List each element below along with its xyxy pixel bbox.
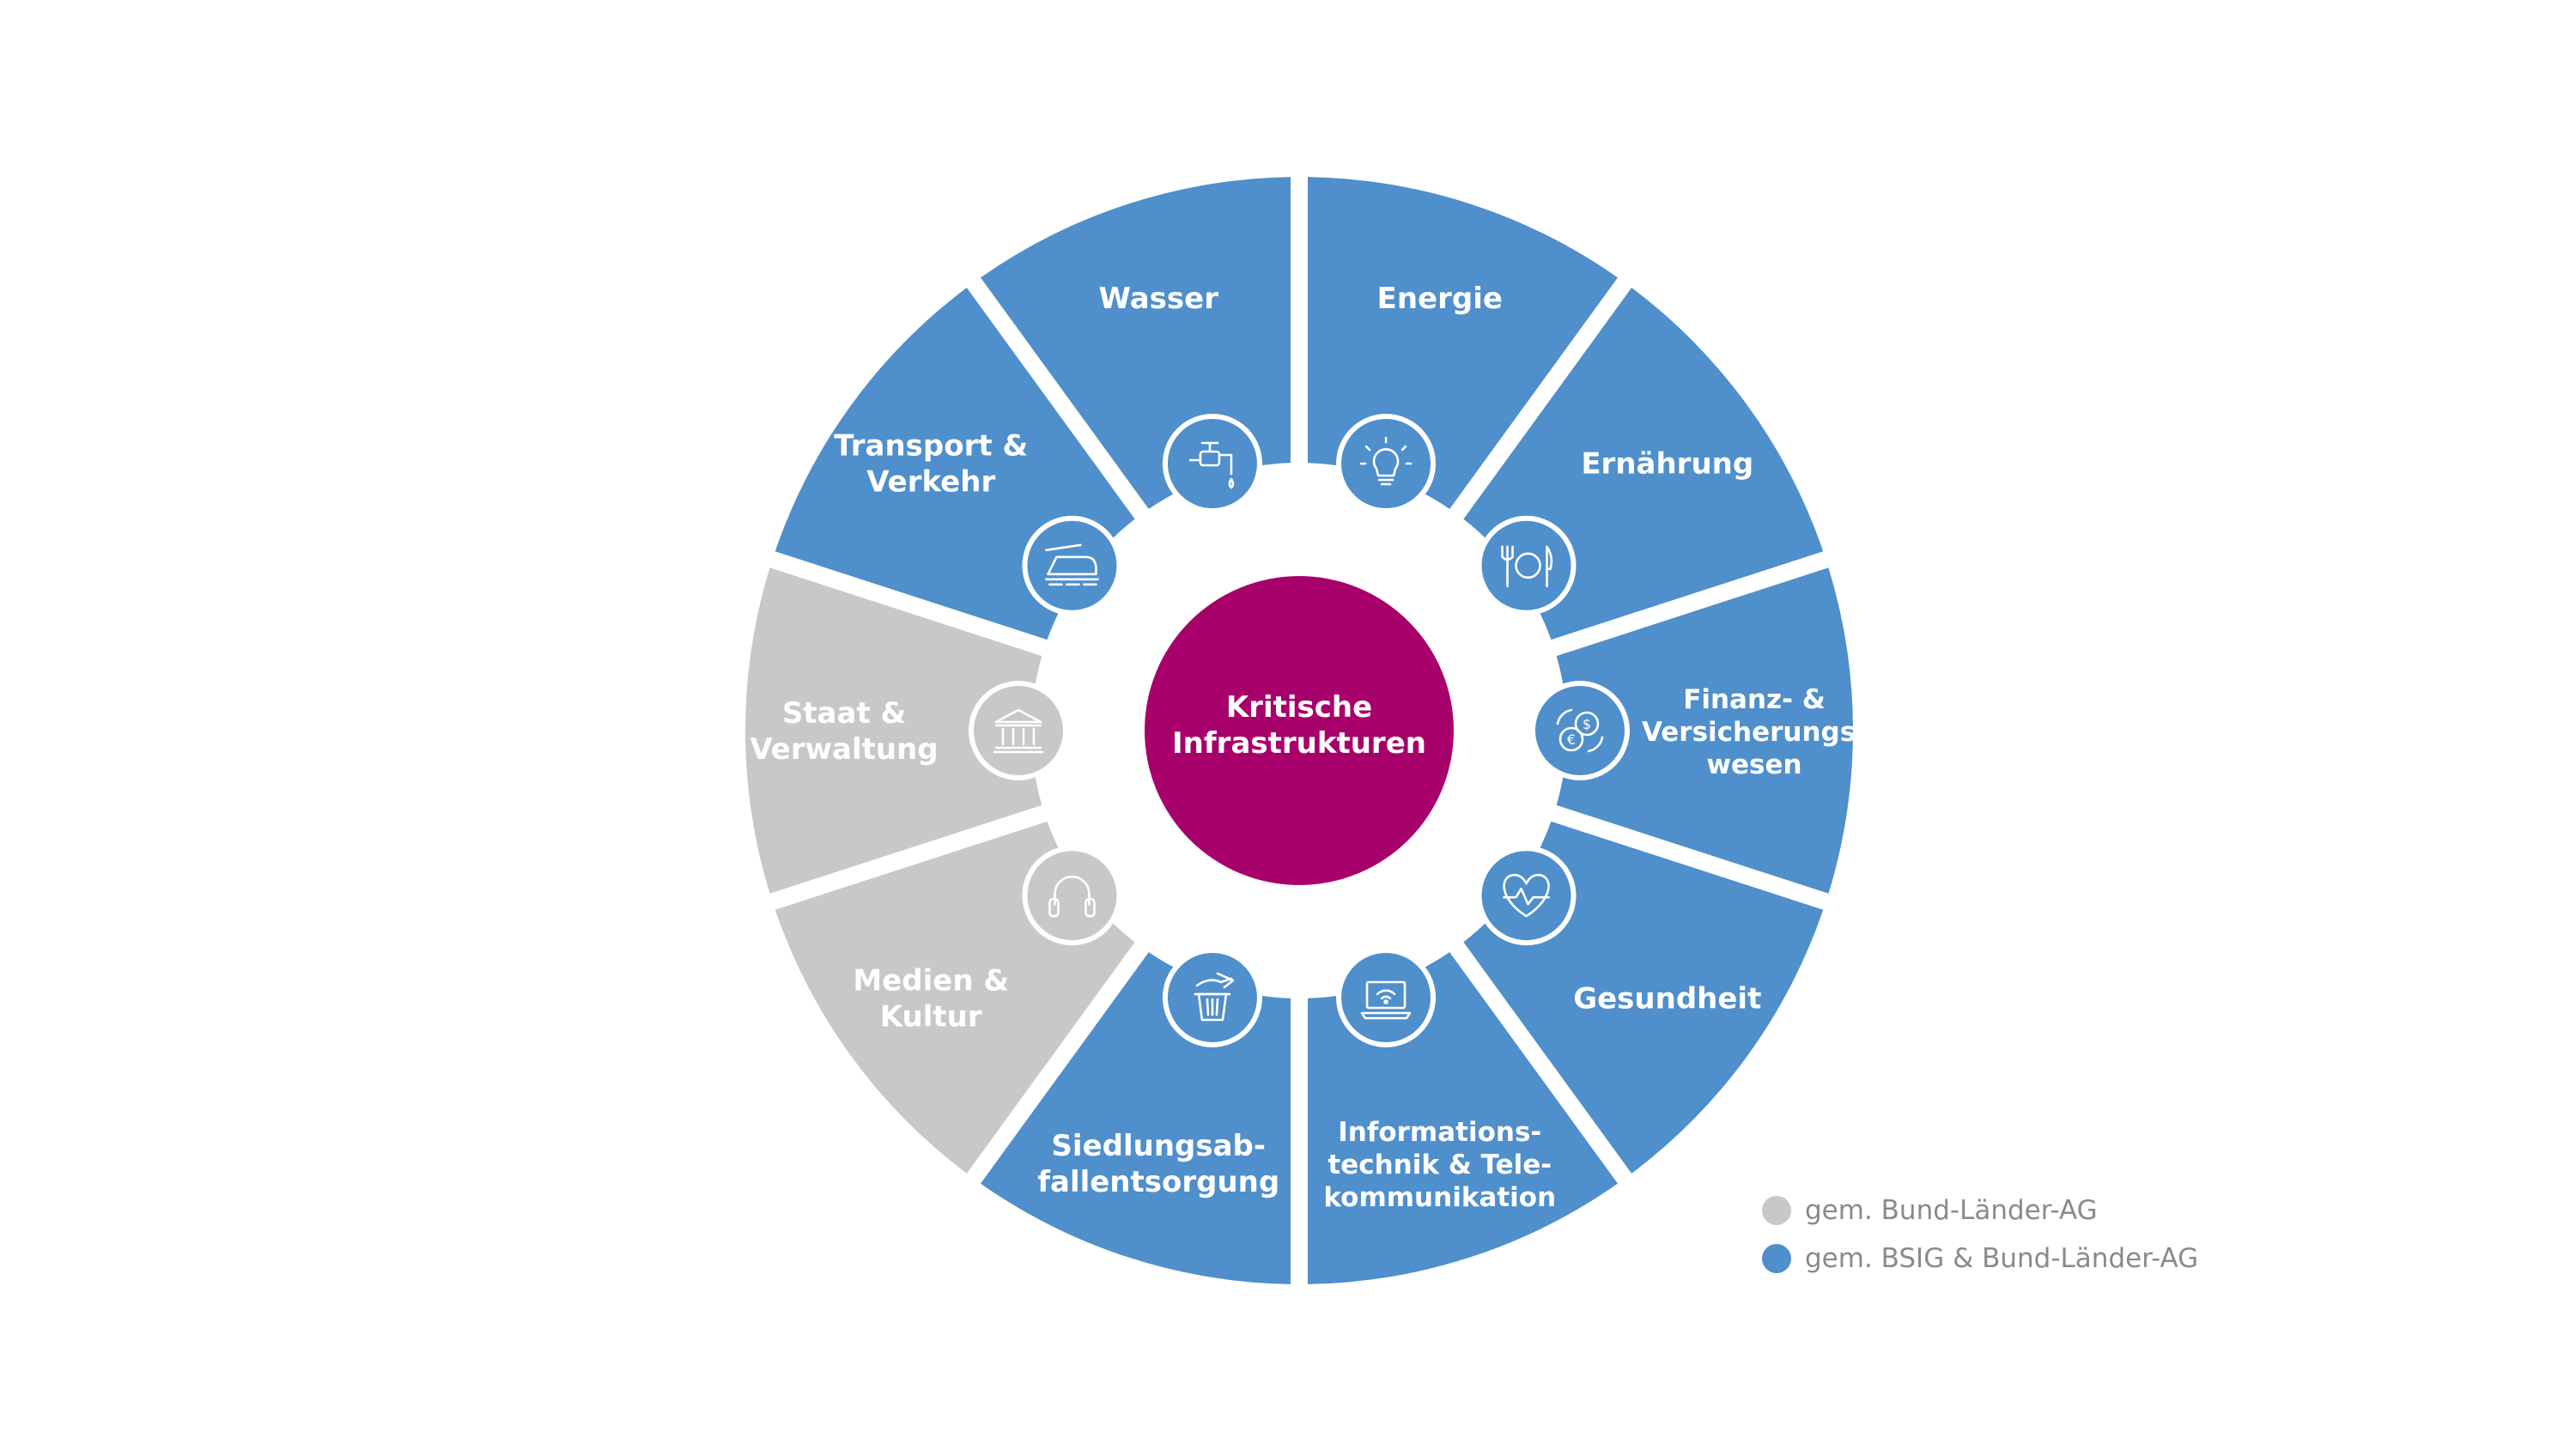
segment-label-transport: Transport & — [834, 428, 1028, 463]
segment-label-medien: Kultur — [880, 1000, 982, 1034]
segment-label-staat: Staat & — [782, 696, 906, 731]
segment-staat — [745, 567, 1042, 894]
segment-label-siedlung: Siedlungsab- — [1051, 1129, 1266, 1163]
heart-pulse-icon — [1503, 873, 1550, 918]
center-node: Kritische Infrastrukturen — [1145, 576, 1454, 885]
laptop-wifi-icon — [1360, 980, 1412, 1020]
icon-badge-ernaehrung — [1476, 515, 1577, 616]
icon-badge-gesundheit — [1476, 846, 1577, 946]
segment-label-wasser: Wasser — [1098, 282, 1218, 316]
icon-badge-energie — [1336, 414, 1437, 514]
legend-label-blue: gem. BSIG & Bund-Länder-AG — [1805, 1243, 2199, 1274]
center-circle — [1145, 576, 1454, 885]
icon-badge-wasser — [1162, 414, 1262, 514]
segment-label-finanz: Versicherungs- — [1642, 717, 1867, 748]
center-label-line1: Kritische — [1226, 690, 1372, 725]
center-label-line2: Infrastrukturen — [1172, 726, 1426, 761]
water-tap-icon — [1188, 441, 1235, 489]
segment-label-energie: Energie — [1377, 282, 1503, 316]
svg-text:$: $ — [1583, 716, 1591, 732]
segment-label-medien: Medien & — [853, 964, 1009, 998]
legend-blue-dot — [1762, 1244, 1791, 1273]
segment-label-it: Informations- — [1338, 1117, 1541, 1148]
legend-item-blue: gem. BSIG & Bund-Länder-AG — [1762, 1235, 2198, 1283]
sector-icons: $€ — [969, 414, 1630, 1047]
segment-label-finanz: Finanz- & — [1683, 684, 1826, 715]
currency-exchange-icon: $€ — [1556, 708, 1604, 753]
lightbulb-icon — [1359, 436, 1413, 486]
segment-label-it: technik & Tele- — [1327, 1150, 1552, 1180]
headphones-icon — [1048, 875, 1096, 918]
segment-label-it: kommunikation — [1323, 1182, 1556, 1213]
icon-badge-staat — [969, 681, 1068, 780]
waste-bin-icon — [1194, 972, 1235, 1022]
legend-gray-dot — [1762, 1196, 1791, 1225]
icon-badge-medien — [1022, 846, 1122, 946]
cutlery-icon — [1501, 545, 1553, 588]
icon-badge-transport — [1022, 515, 1122, 616]
segment-label-ernaehrung: Ernährung — [1581, 446, 1753, 481]
legend-item-gray: gem. Bund-Länder-AG — [1762, 1186, 2198, 1235]
legend-label-gray: gem. Bund-Länder-AG — [1805, 1195, 2098, 1226]
segment-label-siedlung: fallentsorgung — [1037, 1165, 1279, 1199]
legend: gem. Bund-Länder-AG gem. BSIG & Bund-Län… — [1762, 1186, 2198, 1283]
train-icon — [1045, 543, 1099, 586]
government-building-icon — [993, 708, 1044, 754]
segment-label-transport: Verkehr — [866, 464, 995, 499]
segment-finanz — [1556, 567, 1853, 894]
segment-label-gesundheit: Gesundheit — [1573, 982, 1761, 1016]
segment-label-staat: Verwaltung — [750, 732, 938, 767]
icon-badge-siedlung — [1162, 947, 1262, 1047]
svg-text:€: € — [1567, 731, 1576, 748]
segment-label-finanz: wesen — [1706, 749, 1801, 780]
